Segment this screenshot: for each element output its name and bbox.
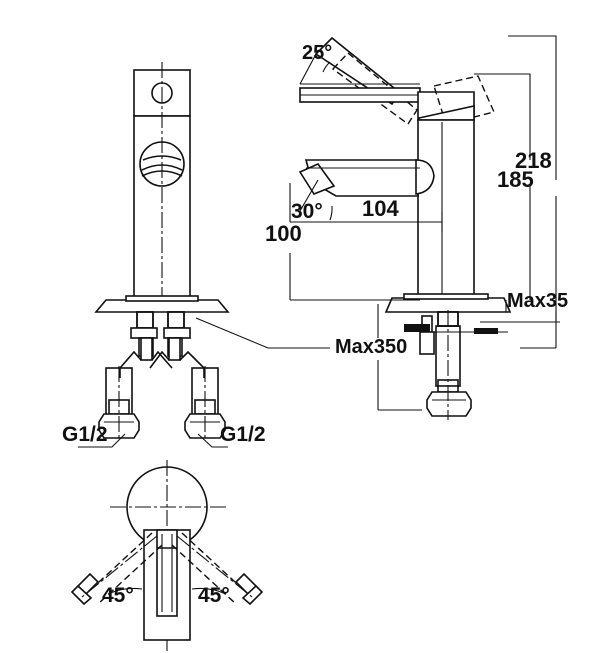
top-view-angle45-arc-left	[107, 587, 143, 595]
top-view-angle45-arc-right	[191, 587, 227, 595]
front-view-fixing-nut-left	[136, 311, 154, 329]
top-view-swing-right-edge-a	[181, 532, 249, 595]
front-view-leader-g12-left	[78, 433, 126, 448]
side-view	[289, 35, 560, 420]
side-view-base-flange	[403, 293, 489, 300]
side-view-aerator-nozzle	[298, 163, 336, 195]
top-view-swing-right-handle	[241, 584, 264, 606]
top-view-swing-left-handle	[70, 584, 93, 606]
front-view	[78, 62, 330, 448]
side-view-angle25-leg-a	[299, 53, 317, 85]
top-view-swing-left-edge-a	[85, 532, 153, 595]
side-view-bracket-tab	[474, 328, 498, 334]
front-view-shank-right	[168, 337, 181, 361]
side-view-angle30-arc	[329, 205, 333, 221]
top-view-swing-left-axis	[81, 535, 158, 598]
side-view-angle25-arc	[322, 61, 331, 73]
side-view-spout-root	[415, 159, 435, 195]
side-view-bracket-nut	[419, 331, 435, 355]
front-view-leader-fixing	[195, 317, 330, 349]
top-view	[70, 460, 264, 653]
front-view-washer-right	[163, 327, 191, 339]
side-view-bracket-bar	[404, 324, 430, 332]
front-view-hose-path-right	[179, 350, 205, 378]
side-view-body	[417, 119, 475, 299]
front-view-hose-bend-right-inner	[149, 350, 170, 369]
front-view-hose-bend-left-inner	[151, 350, 173, 369]
front-view-washer-left	[130, 327, 158, 339]
front-view-hose-path-left	[119, 350, 142, 378]
front-view-fixing-nut-right	[167, 311, 185, 329]
top-view-swing-right-axis	[176, 535, 253, 598]
top-view-spout-inner	[156, 529, 178, 617]
front-view-leader-g12-right	[197, 433, 228, 448]
side-view-hex-nut	[426, 391, 472, 417]
side-view-dim218-upper	[508, 35, 557, 180]
side-view-lever-head-dashed	[433, 75, 495, 125]
side-view-dim185-upper	[474, 73, 531, 160]
front-view-base-flange	[125, 295, 199, 302]
front-view-shank-left	[140, 337, 153, 361]
side-view-angle30-ray	[299, 179, 319, 212]
side-view-lever-raised-dashed	[331, 52, 418, 126]
